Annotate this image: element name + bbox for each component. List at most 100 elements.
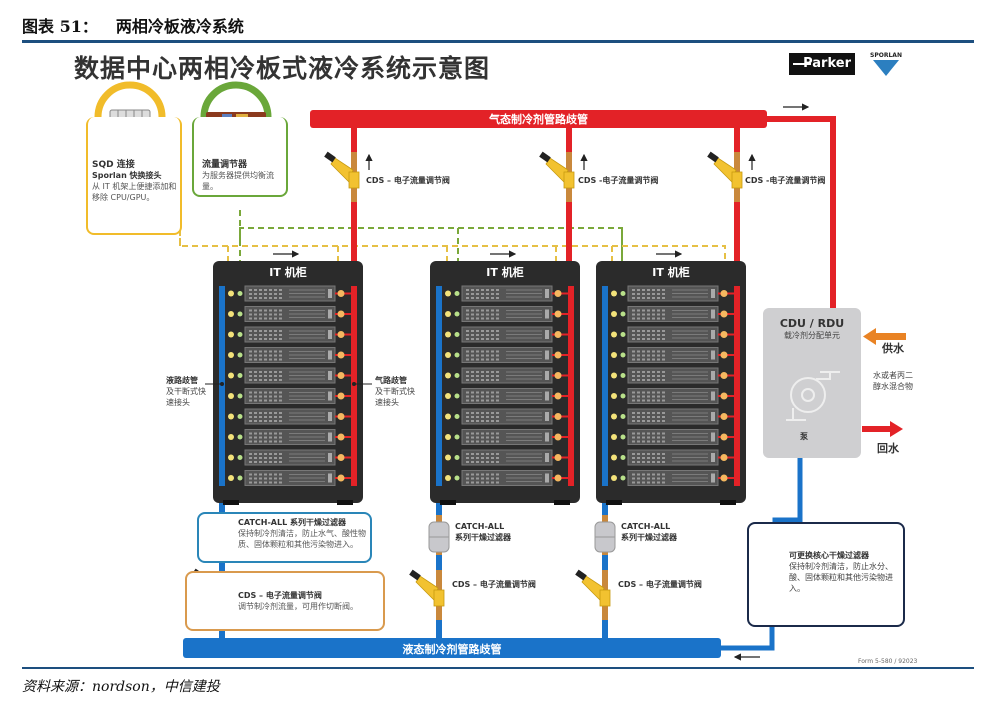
gas-manifold-callout-title: 气路歧管 bbox=[375, 376, 407, 385]
server-unit bbox=[611, 449, 734, 466]
signal-connector-icon bbox=[620, 475, 626, 481]
signal-connector-icon bbox=[454, 332, 460, 337]
server-unit bbox=[611, 285, 734, 302]
signal-connector-icon bbox=[237, 311, 243, 317]
liquid-connector-icon bbox=[228, 475, 234, 481]
signal-connector-icon bbox=[237, 332, 243, 337]
cds-callout-title: CDS – 电子流量调节阀 bbox=[238, 591, 322, 600]
gas-connector-icon bbox=[337, 392, 345, 400]
server-unit bbox=[445, 449, 568, 466]
sqd-callout bbox=[86, 117, 182, 235]
liquid-connector-icon bbox=[611, 454, 617, 461]
signal-connector-icon bbox=[237, 373, 243, 378]
sqd-title: SQD 连接 bbox=[92, 160, 135, 170]
coolant-note: 水或者丙二醇水混合物 bbox=[873, 371, 913, 391]
cds-label-bottom-3: CDS – 电子流量调节阀 bbox=[618, 580, 702, 589]
gas-connector-icon bbox=[720, 392, 728, 400]
rack-liquid-manifold bbox=[602, 286, 608, 486]
rack-gas-manifold bbox=[568, 286, 574, 486]
catch-all-callout-content: CATCH-ALL 系列干燥过滤器 保持制冷剂清洁，防止水气、酸性物质、固体颗粒… bbox=[238, 517, 368, 550]
cdu-header: CDU / RDU 载冷剂分配单元 bbox=[763, 317, 861, 341]
racks bbox=[213, 261, 746, 505]
catch-all-label-line1: CATCH-ALL bbox=[621, 522, 671, 531]
it-rack bbox=[213, 261, 363, 505]
server-unit bbox=[445, 306, 568, 322]
it-rack bbox=[430, 261, 580, 505]
return-arrow-icon bbox=[862, 421, 903, 437]
liquid-connector-icon bbox=[445, 290, 451, 297]
server-unit bbox=[228, 347, 351, 363]
core-filter-text: 保持制冷剂清洁，防止水分、酸、固体颗粒和其他污染物进入。 bbox=[789, 562, 893, 593]
gas-connector-icon bbox=[720, 454, 728, 461]
liquid-connector-icon bbox=[228, 372, 234, 379]
supply-arrow-icon bbox=[863, 328, 906, 345]
gas-connector-icon bbox=[337, 372, 345, 379]
liquid-connector-icon bbox=[611, 475, 617, 481]
parker-logo: Parker bbox=[789, 53, 855, 75]
catch-all-label-line2: 系列干燥过滤器 bbox=[621, 533, 677, 542]
gas-connector-icon bbox=[337, 331, 345, 338]
cds-callout-text: 调节制冷剂流量，可用作切断阀。 bbox=[238, 602, 358, 611]
figure-title: 两相冷板液冷系统 bbox=[115, 17, 244, 36]
signal-connector-icon bbox=[237, 455, 243, 460]
flow-regulator-content: 流量调节器 为服务器提供均衡流量。 bbox=[202, 157, 282, 192]
catch-all-filter-icon bbox=[594, 521, 616, 553]
liquid-manifold-callout-text: 及干断式快速接头 bbox=[166, 387, 206, 407]
server-unit bbox=[445, 429, 568, 445]
server-unit bbox=[445, 326, 568, 343]
core-filter-content: 可更换核心干燥过滤器 保持制冷剂清洁，防止水分、酸、固体颗粒和其他污染物进入。 bbox=[789, 550, 901, 594]
gas-connector-icon bbox=[720, 474, 728, 482]
gas-connector-icon bbox=[554, 433, 562, 441]
signal-connector-icon bbox=[454, 475, 460, 481]
gas-connector-icon bbox=[337, 351, 345, 359]
liquid-connector-icon bbox=[228, 434, 234, 440]
gas-return-pipe bbox=[767, 116, 836, 318]
gas-connector-icon bbox=[554, 310, 562, 318]
cds-label-bottom-2: CDS – 电子流量调节阀 bbox=[452, 580, 536, 589]
signal-connector-icon bbox=[620, 373, 626, 378]
server-unit bbox=[611, 470, 734, 486]
gas-connector-icon bbox=[337, 474, 345, 482]
sporlan-logo: SPORLAN bbox=[865, 52, 907, 78]
gas-manifold-label: 气态制冷剂管路歧管 bbox=[489, 113, 588, 126]
signal-connector-icon bbox=[454, 434, 460, 440]
rack-gas-manifold bbox=[734, 286, 740, 486]
bottom-rule bbox=[22, 667, 974, 669]
signal-connector-icon bbox=[454, 291, 460, 296]
signal-connector-icon bbox=[237, 291, 243, 296]
server-unit bbox=[611, 388, 734, 404]
it-rack bbox=[596, 261, 746, 505]
server-unit bbox=[228, 326, 351, 343]
signal-connector-icon bbox=[620, 393, 626, 399]
liquid-connector-icon bbox=[611, 413, 617, 420]
liquid-connector-icon bbox=[445, 311, 451, 317]
server-unit bbox=[445, 408, 568, 425]
server-unit bbox=[445, 470, 568, 486]
rack-title-1: IT 机柜 bbox=[269, 266, 307, 279]
rack-liquid-manifold bbox=[436, 286, 442, 486]
flow-regulator-callout bbox=[192, 117, 288, 197]
gas-connector-icon bbox=[720, 372, 728, 379]
core-filter-title: 可更换核心干燥过滤器 bbox=[789, 551, 869, 560]
liquid-connector-icon bbox=[445, 413, 451, 420]
signal-connector-icon bbox=[454, 414, 460, 419]
server-unit bbox=[228, 388, 351, 404]
liquid-connector-icon bbox=[611, 352, 617, 358]
catch-all-title: CATCH-ALL 系列干燥过滤器 bbox=[238, 518, 346, 527]
gas-connector-icon bbox=[720, 351, 728, 359]
signal-connector-icon bbox=[237, 393, 243, 399]
catch-all-label-line1: CATCH-ALL bbox=[455, 522, 505, 531]
cds-valves-top bbox=[324, 151, 743, 189]
gas-connector-icon bbox=[337, 454, 345, 461]
liquid-connector-icon bbox=[228, 413, 234, 420]
liquid-manifold-label: 液态制冷剂管路歧管 bbox=[402, 643, 502, 656]
liquid-manifold-callout: 液路歧管 及干断式快速接头 bbox=[166, 375, 206, 408]
liquid-connector-icon bbox=[445, 372, 451, 379]
liquid-manifold-callout-title: 液路歧管 bbox=[166, 376, 198, 385]
gas-connector-icon bbox=[337, 433, 345, 441]
signal-connector-icon bbox=[620, 311, 626, 317]
server-unit bbox=[445, 347, 568, 363]
signal-connector-icon bbox=[237, 414, 243, 419]
gas-connector-icon bbox=[720, 433, 728, 441]
